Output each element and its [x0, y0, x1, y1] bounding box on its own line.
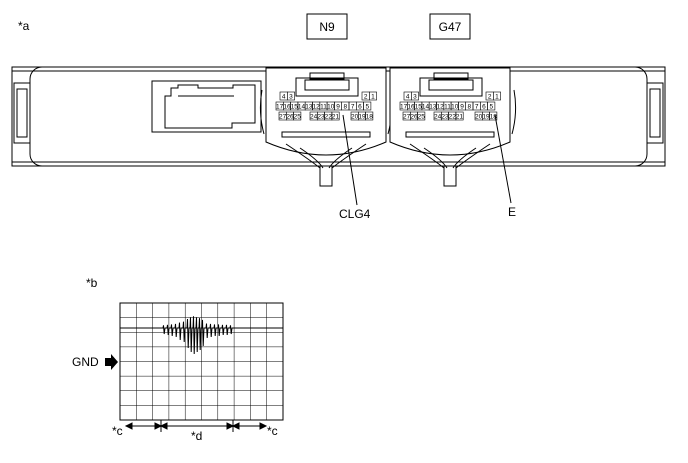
pin-cell: 10: [450, 101, 459, 110]
pin-label: 21: [456, 113, 464, 120]
pin-label: 23: [441, 113, 449, 120]
pin-label: 18: [366, 113, 374, 120]
leader-e: [494, 114, 512, 204]
pin-label: 22: [325, 113, 333, 120]
pin-label: 11: [320, 103, 327, 110]
pin-label: 19: [358, 113, 366, 120]
pin-label: 25: [294, 113, 302, 120]
leader-clg4: [342, 114, 358, 206]
connector-n9-box: [306, 13, 348, 40]
pin-label: 10: [451, 103, 459, 110]
label-c-left: *c: [112, 424, 123, 438]
pin-label: 13: [305, 103, 313, 110]
pin-label: 14: [298, 103, 306, 110]
pin-label: 18: [490, 113, 498, 120]
pin-label: 2: [364, 93, 368, 100]
label-c-right: *c: [267, 424, 278, 438]
pin-cell: 1: [368, 91, 377, 100]
pin-label: 9: [336, 103, 340, 110]
pin-cell: 5: [487, 101, 496, 110]
pin-label: 26: [286, 113, 294, 120]
connector-g47-box: [429, 13, 471, 40]
pin-label: 16: [407, 103, 415, 110]
pin-cell: 25: [293, 111, 302, 120]
pin-label: 4: [406, 93, 410, 100]
pin-label: 6: [358, 103, 362, 110]
pin-cell: 1: [492, 91, 501, 100]
pin-label: 19: [482, 113, 490, 120]
pin-label: 22: [449, 113, 457, 120]
pin-cell: 5: [363, 101, 372, 110]
pin-cell: 18: [365, 111, 374, 120]
pin-label: 24: [310, 113, 318, 120]
label-e: E: [508, 205, 516, 219]
pin-label: 5: [489, 103, 493, 110]
label-b: *b: [86, 276, 98, 290]
pin-label: 8: [468, 103, 472, 110]
pin-label: 27: [403, 113, 411, 120]
pin-label: 16: [283, 103, 291, 110]
pin-label: 4: [282, 93, 286, 100]
pin-cell: 3: [410, 91, 419, 100]
pin-label: 1: [495, 93, 499, 100]
pin-label: 21: [332, 113, 340, 120]
pin-label: 11: [444, 103, 451, 110]
pin-label: 14: [422, 103, 430, 110]
pin-cell: 11: [319, 101, 328, 110]
time-markers: [124, 420, 268, 432]
pin-label: 1: [371, 93, 375, 100]
oscilloscope-screen: [119, 302, 284, 421]
pin-label: 12: [437, 103, 445, 110]
pin-cell: 12: [436, 101, 445, 110]
pin-label: 3: [413, 93, 417, 100]
pin-label: 7: [351, 103, 355, 110]
label-clg4: CLG4: [339, 207, 371, 221]
pin-label: 24: [434, 113, 442, 120]
pin-label: 9: [460, 103, 464, 110]
pin-label: 15: [291, 103, 299, 110]
pin-label: 23: [317, 113, 325, 120]
pin-label: 8: [344, 103, 348, 110]
pin-cell: 10: [326, 101, 335, 110]
connector-g47-label: G47: [439, 20, 462, 34]
pin-cell: 11: [443, 101, 452, 110]
pin-label: 6: [482, 103, 486, 110]
pin-label: 10: [327, 103, 335, 110]
pin-cell: 18: [489, 111, 498, 120]
pin-cell: 21: [331, 111, 340, 120]
pin-label: 26: [410, 113, 418, 120]
pin-label: 20: [351, 113, 359, 120]
gnd-arrow-icon: [105, 354, 118, 370]
label-gnd: GND: [72, 355, 99, 369]
pin-label: 15: [415, 103, 423, 110]
pin-label: 25: [418, 113, 426, 120]
pin-label: 5: [365, 103, 369, 110]
wire-harness: [285, 143, 491, 187]
pin-label: 17: [400, 103, 408, 110]
pin-cell: 25: [417, 111, 426, 120]
pin-cell: 21: [455, 111, 464, 120]
connector-n9-label: N9: [319, 20, 335, 34]
pin-label: 27: [279, 113, 287, 120]
pin-label: 3: [289, 93, 293, 100]
pin-label: 13: [429, 103, 437, 110]
pin-label: 2: [488, 93, 492, 100]
label-d: *d: [191, 429, 202, 443]
pin-label: 12: [313, 103, 321, 110]
label-a: *a: [18, 19, 30, 33]
pin-label: 17: [276, 103, 284, 110]
pin-label: 7: [475, 103, 479, 110]
pin-label: 20: [475, 113, 483, 120]
pin-cell: 3: [286, 91, 295, 100]
pin-cell: 12: [312, 101, 321, 110]
